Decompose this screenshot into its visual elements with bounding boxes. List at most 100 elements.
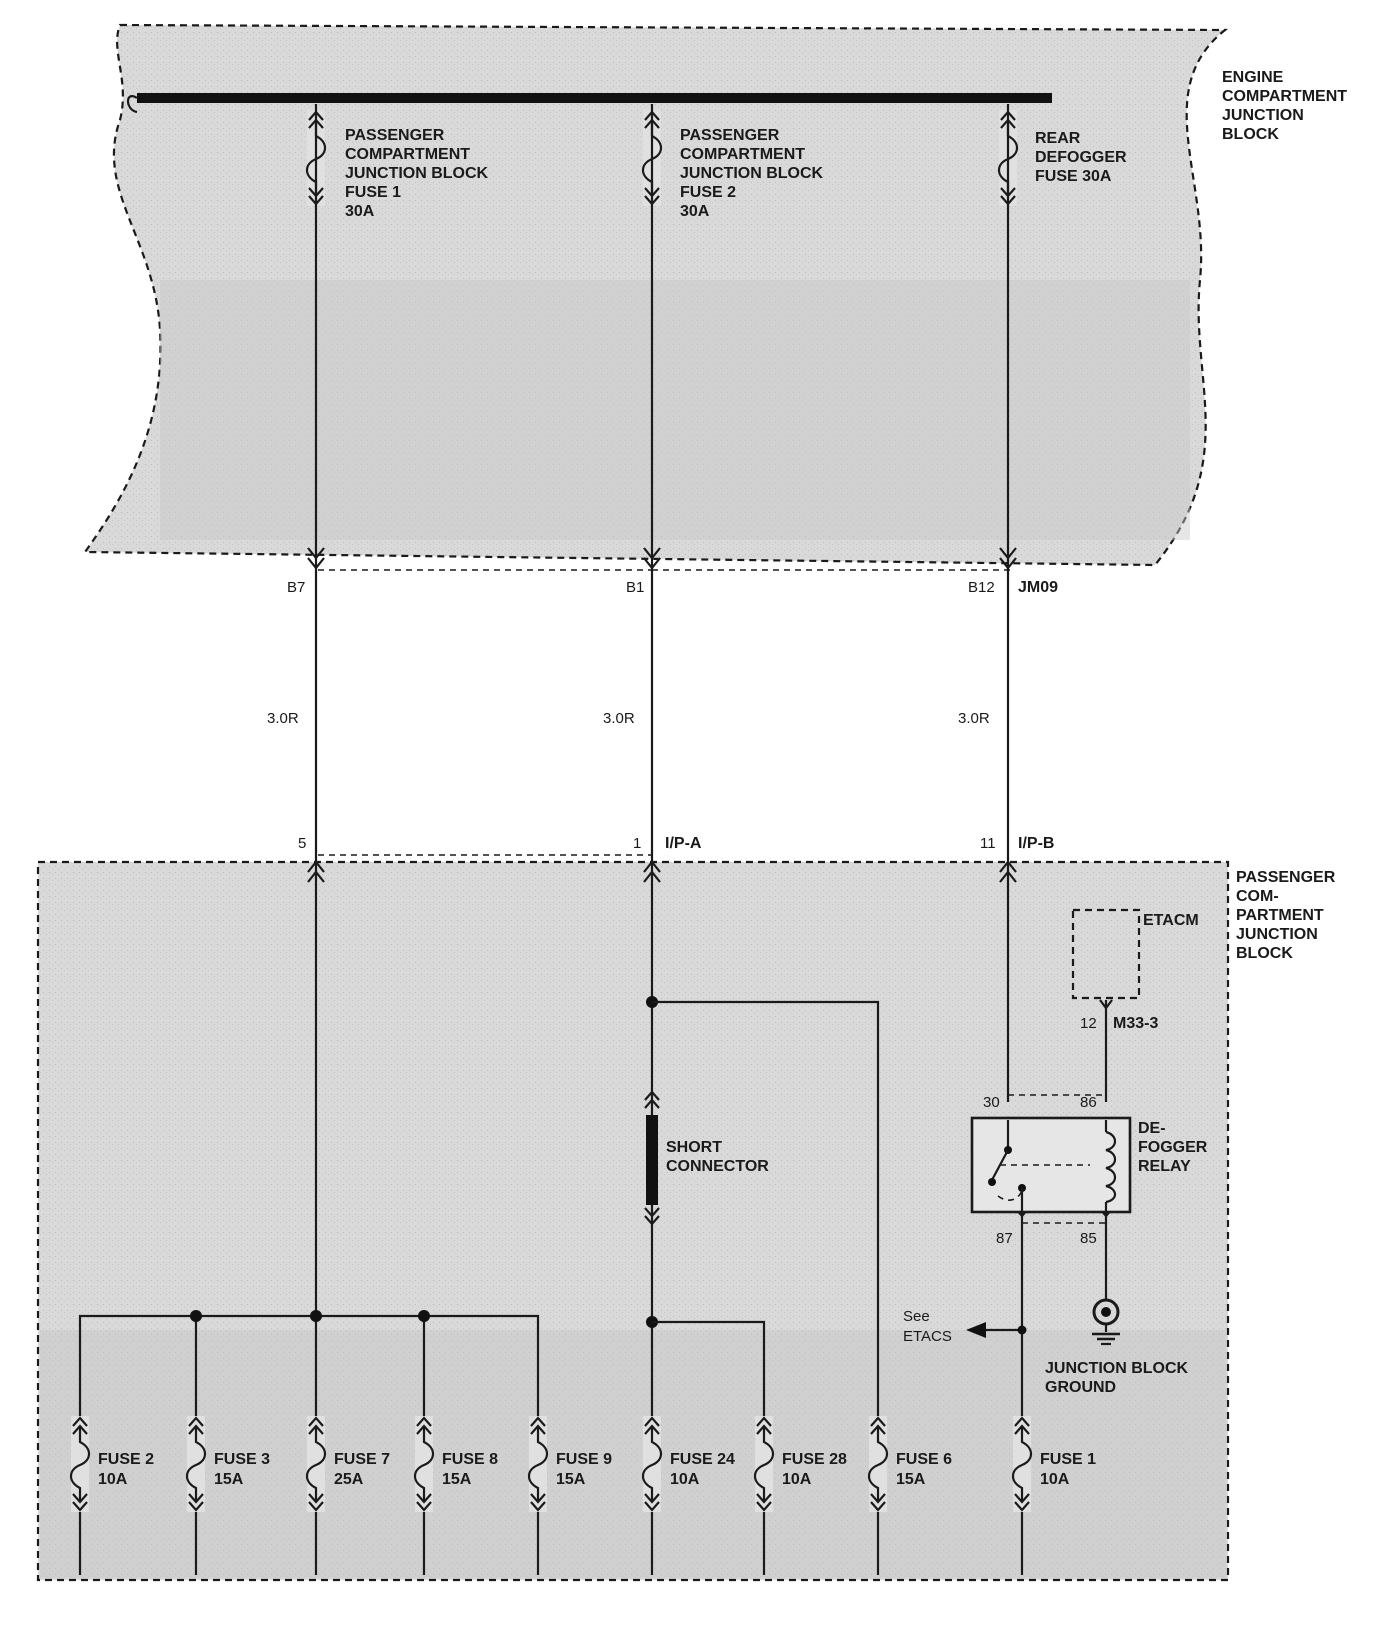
- bottom-fuse-symbol-7: [753, 1416, 775, 1512]
- bottom-fuse-name-6: FUSE 24: [670, 1451, 735, 1468]
- top-fuse-1-line-4: FUSE 1: [345, 184, 401, 201]
- defogger-relay-box: [970, 1116, 1132, 1214]
- bottom-fuse-symbol-8: [867, 1416, 889, 1512]
- top-fuse-3-line-2: DEFOGGER: [1035, 149, 1127, 166]
- passenger-block-label-5: BLOCK: [1236, 945, 1293, 962]
- bottom-fuse-name-1: FUSE 2: [98, 1451, 154, 1468]
- bottom-fuse-name-3: FUSE 7: [334, 1451, 390, 1468]
- bottom-fuse-rating-7: 10A: [782, 1471, 812, 1488]
- bottom-fuse-symbol-6: [641, 1416, 663, 1512]
- bottom-fuse-rating-2: 15A: [214, 1471, 244, 1488]
- top-fuse-2-line-4: FUSE 2: [680, 184, 736, 201]
- bottom-fuse-name-9: FUSE 1: [1040, 1451, 1096, 1468]
- top-fuse-2-line-2: COMPARTMENT: [680, 146, 805, 163]
- bottom-fuse-name-5: FUSE 9: [556, 1451, 612, 1468]
- top-fuse-1-line-5: 30A: [345, 203, 375, 220]
- etacm-box: [1071, 908, 1141, 1000]
- engine-block-shadow: [160, 280, 1190, 540]
- bottom-fuse-rating-1: 10A: [98, 1471, 128, 1488]
- wire-label-2: 3.0R: [603, 710, 635, 727]
- ground-label-1: JUNCTION BLOCK: [1045, 1360, 1189, 1377]
- bus-bar-end: [126, 95, 138, 114]
- bottom-fuse-symbol-4: [413, 1416, 435, 1512]
- bottom-fuse-symbol-3: [305, 1416, 327, 1512]
- wire-label-1: 3.0R: [267, 710, 299, 727]
- bus-bar: [137, 93, 1052, 103]
- engine-connector-chevron-3: [999, 547, 1017, 570]
- short-connector-top-chevron: [644, 1090, 660, 1109]
- connector-ip-b: I/P-B: [1018, 835, 1054, 852]
- relay-switch: [988, 1120, 1090, 1214]
- short-connector: [646, 1115, 658, 1205]
- pin-5: 5: [298, 835, 306, 852]
- bottom-fuse-rating-4: 15A: [442, 1471, 472, 1488]
- pin-b1: B1: [626, 579, 644, 596]
- relay-pin-85: 85: [1080, 1230, 1097, 1247]
- top-fuse-3-line-1: REAR: [1035, 130, 1081, 147]
- bottom-fuse-rating-9: 10A: [1040, 1471, 1070, 1488]
- pin-b12: B12: [968, 579, 995, 596]
- etacm-pin: 12: [1080, 1015, 1097, 1032]
- top-fuse-3-line-3: FUSE 30A: [1035, 168, 1112, 185]
- connector-jm09: JM09: [1018, 579, 1058, 596]
- bottom-fuse-symbol-9: [1011, 1416, 1033, 1512]
- bottom-fuse-symbol-2: [185, 1416, 207, 1512]
- relay-pin-30: 30: [983, 1094, 1000, 1111]
- short-connector-label-2: CONNECTOR: [666, 1158, 769, 1175]
- bottom-fuse-name-8: FUSE 6: [896, 1451, 952, 1468]
- engine-block-label-3: JUNCTION: [1222, 107, 1304, 124]
- see-etacs-label-2: ETACS: [903, 1328, 952, 1345]
- bottom-fuse-rating-3: 25A: [334, 1471, 364, 1488]
- splice-fuse7: [310, 1310, 322, 1322]
- relay-pin-86: 86: [1080, 1094, 1097, 1111]
- top-fuse-1-line-1: PASSENGER: [345, 127, 445, 144]
- bottom-fuse-name-4: FUSE 8: [442, 1451, 498, 1468]
- passenger-block-label-2: COM-: [1236, 888, 1279, 905]
- top-fuse-1-line-3: JUNCTION BLOCK: [345, 165, 489, 182]
- passenger-connector-chevron-2: [643, 860, 661, 883]
- passenger-block-label-1: PASSENGER: [1236, 869, 1336, 886]
- passenger-connector-chevron-3: [999, 860, 1017, 883]
- engine-connector-chevron-2: [643, 547, 661, 570]
- engine-block-label-1: ENGINE: [1222, 69, 1284, 86]
- top-fuse-2-line-3: JUNCTION BLOCK: [680, 165, 824, 182]
- engine-block-label-2: COMPARTMENT: [1222, 88, 1347, 105]
- etacm-label: ETACM: [1143, 912, 1199, 929]
- bottom-fuse-symbol-5: [527, 1416, 549, 1512]
- splice-fuse3: [190, 1310, 202, 1322]
- bottom-fuse-symbol-1: [69, 1416, 91, 1512]
- relay-pin-87: 87: [996, 1230, 1013, 1247]
- short-connector-bottom-chevron: [644, 1207, 660, 1226]
- pin-1: 1: [633, 835, 641, 852]
- connector-ip-a: I/P-A: [665, 835, 702, 852]
- engine-connector-chevron-1: [307, 547, 325, 570]
- passenger-block-label-4: JUNCTION: [1236, 926, 1318, 943]
- etacm-connector: M33-3: [1113, 1015, 1158, 1032]
- top-fuse-2-line-1: PASSENGER: [680, 127, 780, 144]
- short-connector-label-1: SHORT: [666, 1139, 722, 1156]
- relay-label-1: DE-: [1138, 1120, 1166, 1137]
- passenger-block-label-3: PARTMENT: [1236, 907, 1324, 924]
- top-fuse-1-line-2: COMPARTMENT: [345, 146, 470, 163]
- bottom-fuse-rating-5: 15A: [556, 1471, 586, 1488]
- bottom-fuse-name-2: FUSE 3: [214, 1451, 270, 1468]
- branch-fuse6: [652, 1000, 880, 1575]
- relay-coil: [1104, 1120, 1117, 1214]
- engine-block-label-4: BLOCK: [1222, 126, 1279, 143]
- see-etacs-splice: [1017, 1325, 1027, 1335]
- bottom-fuse-name-7: FUSE 28: [782, 1451, 847, 1468]
- relay-label-2: FOGGER: [1138, 1139, 1208, 1156]
- bottom-fuses: FUSE 2 10A FUSE 3 15A FUSE 7 25A FUSE 8 15A FUSE…: [69, 1416, 1096, 1512]
- see-etacs-arrow-icon: [966, 1322, 986, 1338]
- pin-b7: B7: [287, 579, 305, 596]
- engine-junction-block-area: [82, 23, 1229, 567]
- see-etacs-label-1: See: [903, 1308, 930, 1325]
- bottom-fuse-rating-6: 10A: [670, 1471, 700, 1488]
- top-fuse-2-line-5: 30A: [680, 203, 710, 220]
- ground-label-2: GROUND: [1045, 1379, 1116, 1396]
- wire-label-3: 3.0R: [958, 710, 990, 727]
- pin-11: 11: [980, 835, 996, 852]
- junction-block-ground-icon: [1092, 1298, 1120, 1346]
